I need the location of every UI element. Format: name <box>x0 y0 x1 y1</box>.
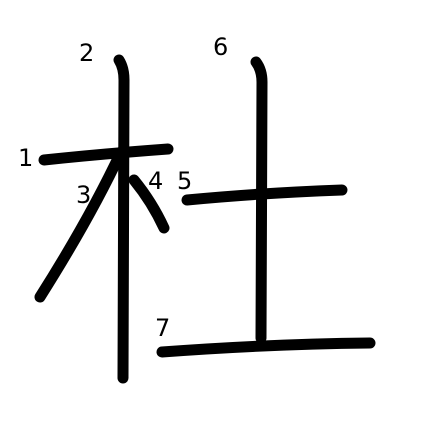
stroke-7-horizontal <box>156 337 376 358</box>
stroke-number-5: 5 <box>177 167 192 195</box>
stroke-number-2: 2 <box>79 39 94 67</box>
stroke-3-left-falling <box>34 146 127 303</box>
stroke-6-vertical <box>250 56 268 344</box>
stroke-number-4: 4 <box>148 167 163 195</box>
stroke-2-vertical <box>113 54 130 384</box>
stroke-number-7: 7 <box>155 314 170 342</box>
stroke-number-3: 3 <box>76 181 91 209</box>
stroke-number-1: 1 <box>18 144 33 172</box>
stroke-1-horizontal <box>38 143 174 166</box>
stroke-number-6: 6 <box>213 33 228 61</box>
stroke-4-dot <box>128 174 170 234</box>
